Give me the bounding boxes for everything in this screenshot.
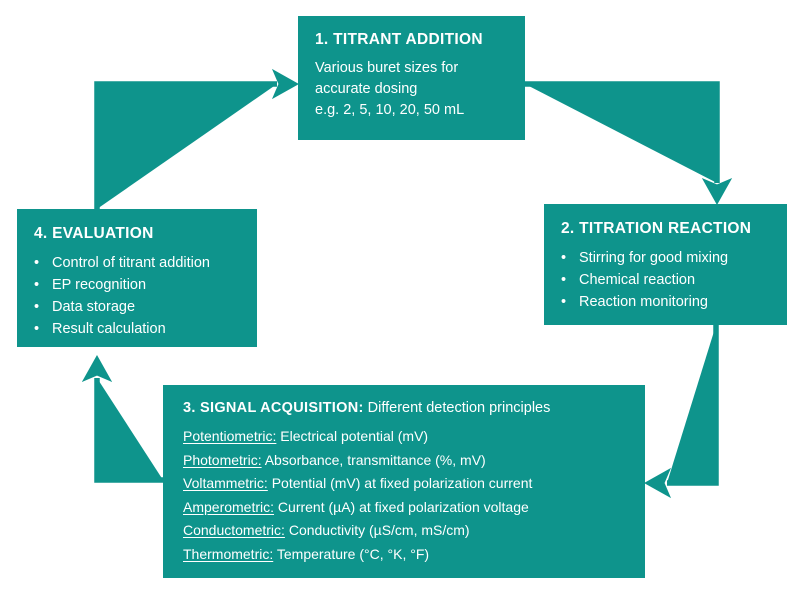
box-titration-reaction: 2. TITRATION REACTION • Stirring for goo… xyxy=(544,204,787,325)
method-desc: Temperature (°C, °K, °F) xyxy=(276,545,430,562)
method-term: Potentiometric: xyxy=(183,428,277,444)
bullet-icon: • xyxy=(34,277,40,293)
titrant-addition-title: 1. TITRANT ADDITION xyxy=(315,31,483,48)
arrowhead-right-icon xyxy=(271,68,300,100)
bullet-label: Chemical reaction xyxy=(579,272,696,288)
bullet-icon: • xyxy=(34,299,40,315)
method-term: Conductometric: xyxy=(183,522,285,538)
arrowhead-up-icon xyxy=(81,354,113,383)
signal-acquisition-title: 3. SIGNAL ACQUISITION: Different detecti… xyxy=(183,400,625,416)
method-term: Photometric: xyxy=(183,451,262,468)
box-signal-acquisition: 3. SIGNAL ACQUISITION: Different detecti… xyxy=(163,385,645,578)
arrowhead-left-icon xyxy=(643,467,672,499)
bullet-label: Control of titrant addition xyxy=(52,255,210,271)
bullet-icon: • xyxy=(561,272,567,288)
box-evaluation: 4. EVALUATION • Control of titrant addit… xyxy=(17,209,257,347)
evaluation-title: 4. EVALUATION xyxy=(34,225,154,242)
arrow-signal-to-evaluation xyxy=(94,378,163,483)
bullet-label: EP recognition xyxy=(52,277,147,293)
bullet-label: Result calculation xyxy=(52,321,166,337)
titrant-addition-line: accurate dosing xyxy=(315,81,418,97)
method-desc: Current (µA) at fixed polarization volta… xyxy=(277,498,529,515)
bullet-item: • Reaction monitoring xyxy=(561,291,770,313)
bullet-label: Stirring for good mixing xyxy=(579,250,729,266)
arrow-titrant-to-reaction xyxy=(525,81,720,183)
arrowhead-down-icon xyxy=(701,177,733,206)
bullet-item: • Stirring for good mixing xyxy=(561,247,770,269)
method-term: Thermometric: xyxy=(183,545,274,562)
arrow-lines xyxy=(94,81,720,486)
bullet-icon: • xyxy=(561,250,567,266)
method-desc: Absorbance, transmittance (%, mV) xyxy=(264,451,486,468)
titrant-addition-line: Various buret sizes for xyxy=(315,60,459,76)
bullet-icon: • xyxy=(561,294,567,310)
signal-acquisition-title-bold: 3. SIGNAL ACQUISITION: xyxy=(183,400,364,416)
method-desc: Potential (mV) at fixed polarization cur… xyxy=(271,475,533,491)
arrowheads xyxy=(81,68,733,499)
signal-acquisition-title-rest: Different detection principles xyxy=(367,400,551,416)
method-desc: Electrical potential (mV) xyxy=(280,428,429,444)
titration-reaction-title: 2. TITRATION REACTION xyxy=(561,220,752,237)
bullet-item: • Data storage xyxy=(34,296,240,318)
method-term: Amperometric: xyxy=(183,498,275,515)
method-line: Photometric: Absorbance, transmittance (… xyxy=(183,449,625,473)
arrow-reaction-to-signal xyxy=(667,325,719,486)
bullet-item: • Control of titrant addition xyxy=(34,252,240,274)
method-desc: Conductivity (µS/cm, mS/cm) xyxy=(288,522,470,538)
box-titrant-addition: 1. TITRANT ADDITION Various buret sizes … xyxy=(298,16,525,140)
method-line: Conductometric: Conductivity (µS/cm, mS/… xyxy=(183,519,625,543)
arrow-evaluation-to-titrant xyxy=(94,81,277,209)
bullet-label: Reaction monitoring xyxy=(579,294,708,310)
bullet-item: • Chemical reaction xyxy=(561,269,770,291)
bullet-item: • Result calculation xyxy=(34,318,240,340)
method-line: Amperometric: Current (µA) at fixed pola… xyxy=(183,496,625,520)
bullet-item: • EP recognition xyxy=(34,274,240,296)
titrant-addition-line: e.g. 2, 5, 10, 20, 50 mL xyxy=(315,102,465,118)
bullet-icon: • xyxy=(34,255,40,271)
method-line: Thermometric: Temperature (°C, °K, °F) xyxy=(183,543,625,567)
bullet-label: Data storage xyxy=(52,299,136,315)
bullet-icon: • xyxy=(34,321,40,337)
method-term: Voltammetric: xyxy=(183,475,268,491)
method-line: Voltammetric: Potential (mV) at fixed po… xyxy=(183,472,625,496)
method-line: Potentiometric: Electrical potential (mV… xyxy=(183,425,625,449)
